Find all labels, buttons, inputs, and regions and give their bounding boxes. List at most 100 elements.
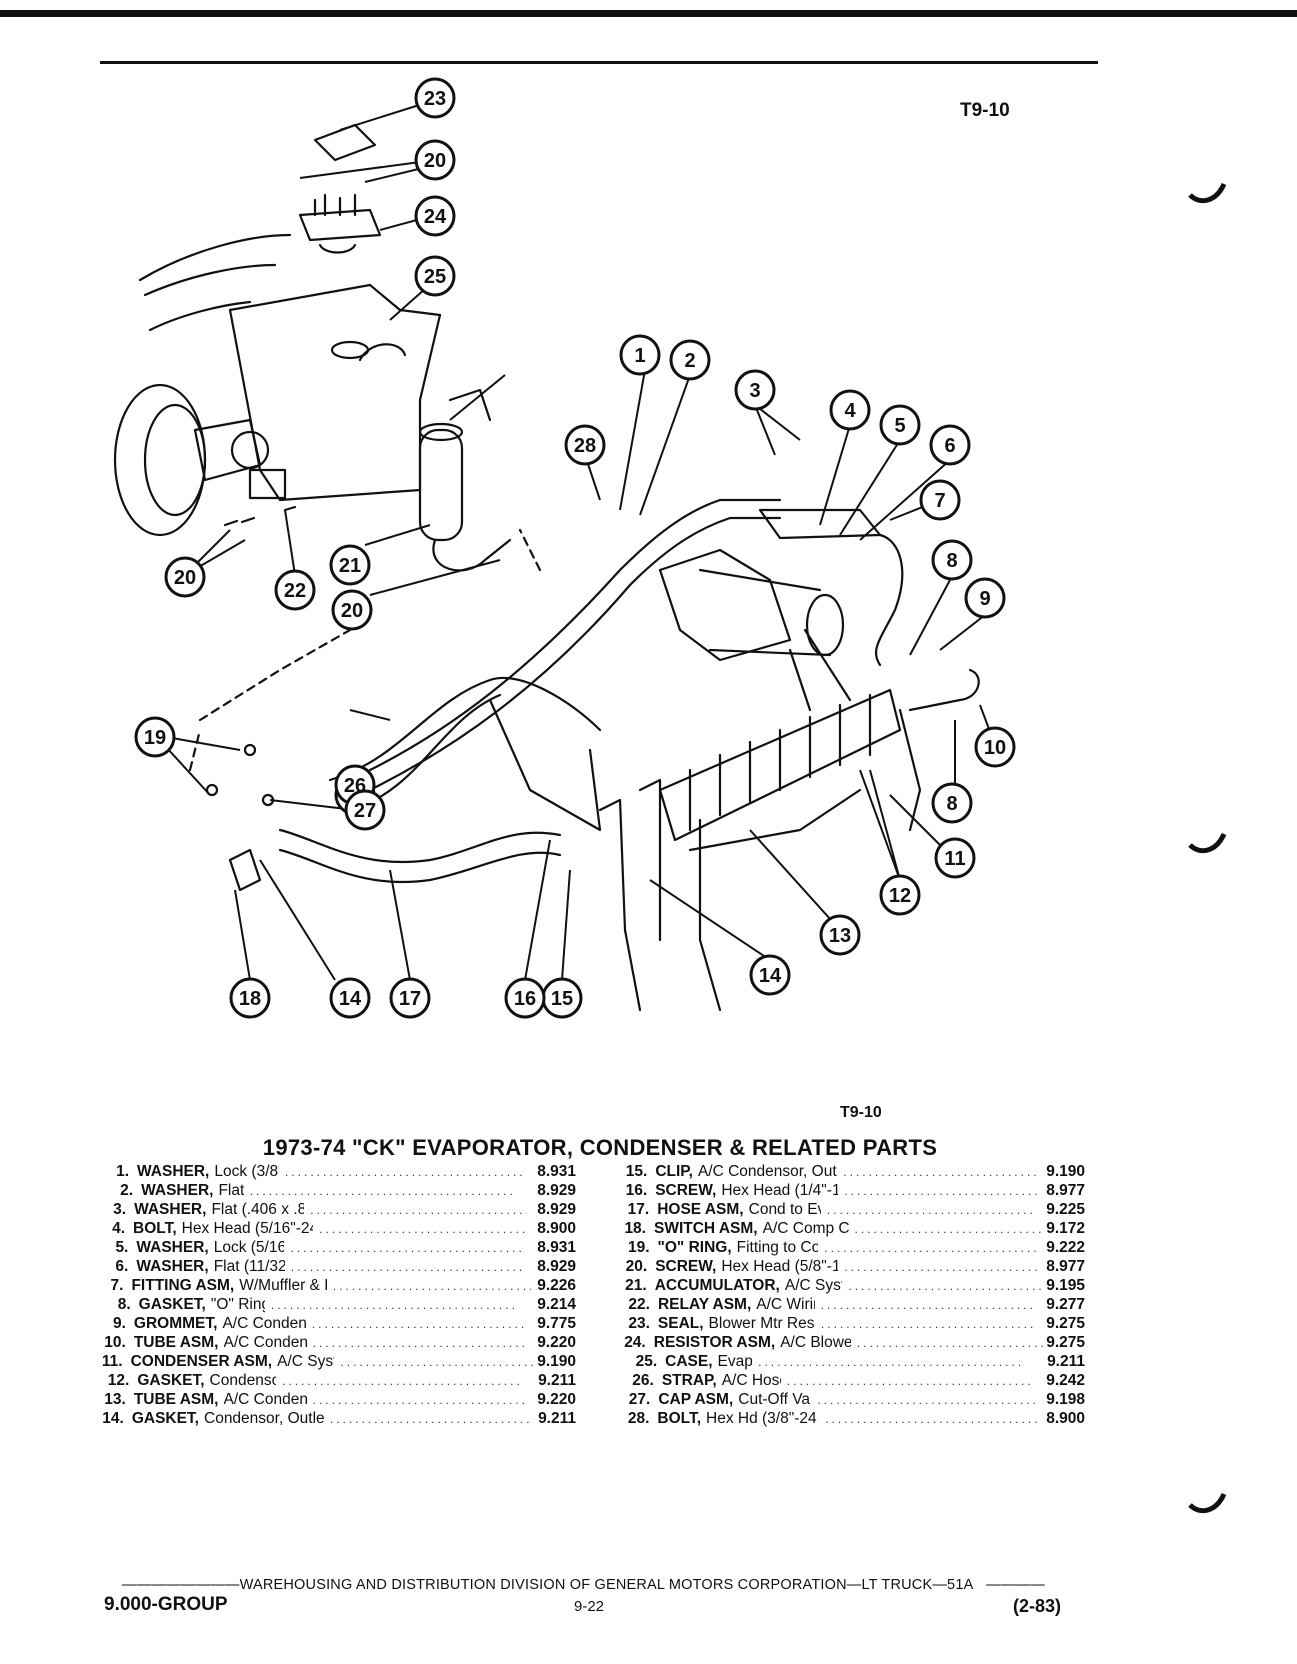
- part-name: STRAP,: [661, 1372, 717, 1389]
- callout-label: 28: [574, 435, 596, 457]
- part-number: 25.: [635, 1353, 658, 1370]
- top-border-rule: [0, 10, 1297, 17]
- part-number: 8.: [117, 1296, 131, 1313]
- hose-condenser-to-evap: [278, 828, 562, 864]
- callout-label: 6: [944, 435, 955, 457]
- part-description: Hex Head (5/16"-24 x 5"): [181, 1220, 314, 1237]
- parts-list-row: 16.SCREW,Hex Head (1/4"-16 x 1")........…: [620, 1182, 1085, 1201]
- callout-20: 20: [164, 556, 206, 598]
- part-number: 10.: [104, 1334, 126, 1351]
- part-number: 7.: [110, 1277, 124, 1294]
- binder-mark-bottom: [1188, 1492, 1227, 1514]
- parts-list-row: 8.GASKET,"O" Ring.......................…: [96, 1296, 576, 1315]
- dot-leader: ........................................…: [329, 1412, 531, 1426]
- callout-8: 8: [931, 782, 973, 824]
- parts-list-row: 2.WASHER,Flat...........................…: [96, 1182, 576, 1201]
- callout-5: 5: [879, 404, 921, 446]
- callout-label: 25: [424, 266, 446, 288]
- parts-list-row: 28.BOLT,Hex Hd (3/8"-24 x 1")...........…: [620, 1410, 1085, 1429]
- part-name: TUBE ASM,: [133, 1391, 219, 1408]
- part-code: 9.211: [538, 1410, 576, 1427]
- parts-list-row: 26.STRAP,A/C Hose.......................…: [620, 1372, 1085, 1391]
- part-description: A/C Condensor: [223, 1391, 307, 1408]
- part-description: Hex Head (5/8"-16 x 1"): [721, 1258, 839, 1275]
- parts-list-row: 24.RESISTOR ASM,A/C Blower Mtr..........…: [620, 1334, 1085, 1353]
- part-number: 20.: [625, 1258, 648, 1275]
- callout-label: 20: [341, 600, 363, 622]
- part-name: WASHER,: [137, 1163, 210, 1180]
- part-number: 21.: [625, 1277, 647, 1294]
- dot-leader: ........................................…: [290, 1241, 523, 1255]
- part-description: Evap: [717, 1353, 753, 1370]
- parts-list-row: 11.CONDENSER ASM,A/C System.............…: [96, 1353, 576, 1372]
- footer-rule-left: ————————: [122, 1577, 240, 1593]
- condenser: [658, 688, 902, 842]
- part-code: 8.977: [1046, 1258, 1085, 1275]
- part-name: SEAL,: [657, 1315, 704, 1332]
- part-code: 9.211: [1047, 1353, 1085, 1370]
- dot-leader: ........................................…: [844, 1260, 1041, 1274]
- part-number: 23.: [628, 1315, 650, 1332]
- dot-leader: ........................................…: [824, 1241, 1037, 1255]
- part-description: Blower Mtr Resistor: [708, 1315, 815, 1332]
- parts-list-row: 4.BOLT,Hex Head (5/16"-24 x 5").........…: [96, 1220, 576, 1239]
- evaporator-case: [228, 283, 442, 502]
- part-description: Hex Hd (3/8"-24 x 1"): [706, 1410, 819, 1427]
- dot-leader: ........................................…: [844, 1184, 1041, 1198]
- part-description: Fitting to Comp: [736, 1239, 819, 1256]
- part-name: RESISTOR ASM,: [653, 1334, 776, 1351]
- part-number: 24.: [624, 1334, 646, 1351]
- figure-id-bottom: T9-10: [840, 1104, 882, 1121]
- parts-list-row: 18.SWITCH ASM,A/C Comp Cut-Off..........…: [620, 1220, 1085, 1239]
- callout-4: 4: [829, 389, 871, 431]
- dot-leader: ........................................…: [825, 1412, 1037, 1426]
- callout-20: 20: [414, 139, 456, 181]
- part-description: Flat: [218, 1182, 244, 1199]
- part-code: 9.214: [537, 1296, 576, 1313]
- part-code: 9.275: [1046, 1334, 1085, 1351]
- callout-6: 6: [929, 424, 971, 466]
- dot-leader: ........................................…: [312, 1393, 528, 1407]
- dot-leader: ........................................…: [249, 1184, 516, 1198]
- part-name: HOSE ASM,: [657, 1201, 744, 1218]
- parts-list-row: 21.ACCUMULATOR,A/C System...............…: [620, 1277, 1085, 1296]
- resistor-seal: [313, 123, 377, 162]
- part-code: 9.190: [1046, 1163, 1086, 1180]
- relay: [248, 468, 287, 500]
- dot-leader: ........................................…: [758, 1355, 1025, 1369]
- callout-label: 14: [759, 965, 782, 987]
- part-number: 27.: [628, 1391, 651, 1408]
- part-code: 9.775: [537, 1315, 576, 1332]
- part-code: 9.220: [537, 1391, 576, 1408]
- part-number: 4.: [112, 1220, 126, 1237]
- parts-list-left-column: 1.WASHER,Lock (3/8")....................…: [96, 1163, 576, 1429]
- part-number: 16.: [625, 1182, 648, 1199]
- part-name: CAP ASM,: [658, 1391, 734, 1408]
- parts-list-row: 23.SEAL,Blower Mtr Resistor.............…: [620, 1315, 1085, 1334]
- part-name: FITTING ASM,: [131, 1277, 235, 1294]
- part-code: 9.190: [537, 1353, 576, 1370]
- part-description: A/C Blower Mtr: [780, 1334, 851, 1351]
- callout-14: 14: [329, 977, 371, 1019]
- part-number: 1.: [116, 1163, 130, 1180]
- part-description: Flat (11/32"): [213, 1258, 285, 1275]
- part-number: 17.: [627, 1201, 650, 1218]
- callout-2: 2: [669, 339, 711, 381]
- dot-leader: ........................................…: [310, 1203, 527, 1217]
- callout-label: 27: [354, 800, 376, 822]
- part-name: GASKET,: [138, 1296, 206, 1313]
- part-code: 9.195: [1046, 1277, 1086, 1294]
- callout-24: 24: [414, 195, 456, 237]
- header-rule: [100, 61, 1098, 64]
- dot-leader: ........................................…: [817, 1393, 1035, 1407]
- resistor-assembly: [298, 193, 382, 242]
- part-description: A/C Wiring: [756, 1296, 814, 1313]
- part-number: 2.: [120, 1182, 134, 1199]
- part-code: 8.929: [537, 1258, 577, 1275]
- part-number: 6.: [115, 1258, 129, 1275]
- part-name: GASKET,: [137, 1372, 205, 1389]
- hose-evap-to-condenser: [368, 498, 782, 772]
- part-name: SCREW,: [655, 1182, 717, 1199]
- dot-leader: ........................................…: [826, 1203, 1038, 1217]
- part-name: SCREW,: [655, 1258, 717, 1275]
